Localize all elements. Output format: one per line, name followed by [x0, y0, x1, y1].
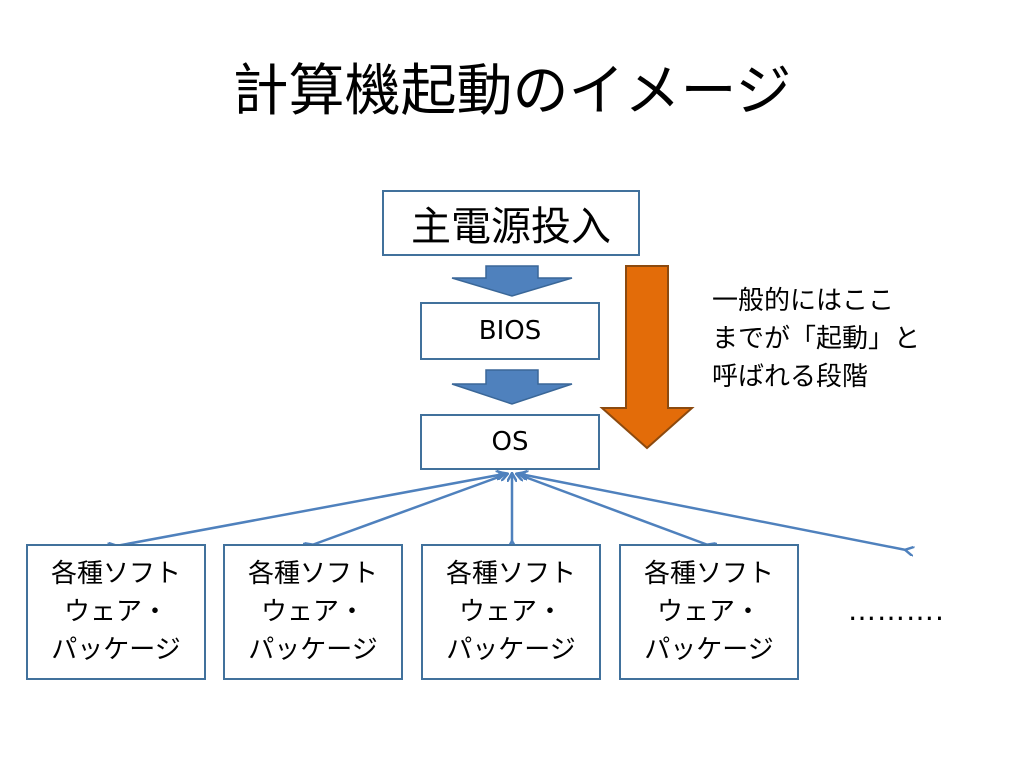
package-line: ウェア・: [260, 597, 365, 627]
package-line: パッケージ: [644, 635, 774, 665]
note-line: 呼ばれる段階: [712, 362, 869, 392]
power-on-label: 主電源投入: [411, 204, 611, 250]
bios-label: BIOS: [478, 316, 542, 346]
connector-os-more: [520, 474, 906, 550]
connector-os-pkg-4: [517, 474, 708, 545]
os-label: OS: [491, 427, 529, 457]
step-arrow-power-to-bios: [451, 265, 573, 297]
boot-stage-note: 一般的にはここ までが「起動」と 呼ばれる段階: [712, 282, 962, 396]
package-line: パッケージ: [248, 635, 378, 665]
connector-os-pkg-1: [116, 474, 504, 546]
package-line: 各種ソフト: [50, 559, 181, 589]
package-line: 各種ソフト: [643, 559, 774, 589]
connector-os-pkg-2: [312, 474, 507, 545]
more-packages-ellipsis: ……….: [848, 594, 945, 627]
step-arrow-bios-to-os: [451, 369, 573, 405]
os-box: OS: [420, 414, 600, 470]
package-box-1: 各種ソフト ウェア・ パッケージ: [26, 544, 206, 680]
package-box-3: 各種ソフト ウェア・ パッケージ: [421, 544, 601, 680]
package-line: ウェア・: [63, 597, 168, 627]
slide-title: 計算機起動のイメージ: [232, 59, 792, 124]
package-line: パッケージ: [446, 635, 576, 665]
package-line: パッケージ: [51, 635, 181, 665]
note-line: 一般的にはここ: [712, 286, 895, 316]
note-line: までが「起動」と: [712, 324, 921, 354]
package-line: 各種ソフト: [445, 559, 576, 589]
package-line: 各種ソフト: [247, 559, 378, 589]
package-box-2: 各種ソフト ウェア・ パッケージ: [223, 544, 403, 680]
bios-box: BIOS: [420, 302, 600, 360]
package-line: ウェア・: [458, 597, 563, 627]
boot-stage-arrow: [599, 265, 695, 450]
package-box-4: 各種ソフト ウェア・ パッケージ: [619, 544, 799, 680]
power-on-box: 主電源投入: [382, 190, 640, 256]
package-line: ウェア・: [656, 597, 761, 627]
